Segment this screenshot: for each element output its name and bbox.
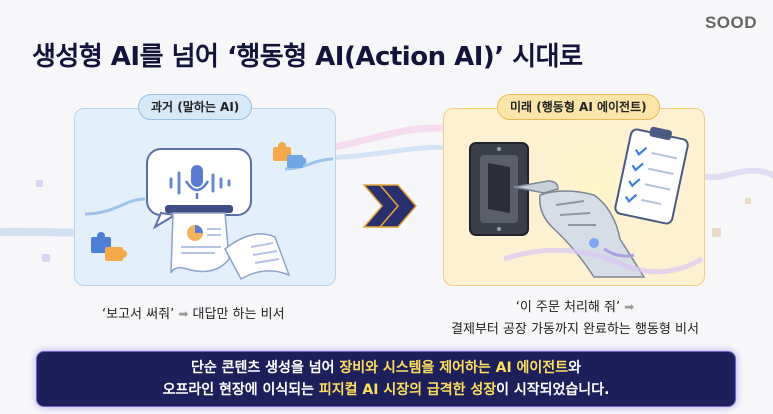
past-ai-label: 과거 (말하는 AI) bbox=[138, 94, 253, 120]
arrow-right-icon: ➡ bbox=[624, 300, 635, 314]
future-ai-label: 미래 (행동형 AI 에이전트) bbox=[497, 94, 660, 120]
future-caption-quote: ‘이 주문 처리해 줘’ bbox=[515, 300, 621, 315]
past-caption-quote: ‘보고서 써줘’ bbox=[102, 307, 175, 322]
deco-square bbox=[712, 228, 721, 237]
deco-square bbox=[745, 198, 751, 204]
robot-hand-switch-checklist-icon bbox=[469, 109, 704, 278]
banner-line1-text: 단순 콘텐츠 생성을 넘어 bbox=[191, 360, 340, 376]
speech-bubble-microphone-document-icon bbox=[84, 142, 334, 281]
banner-line-2: 오프라인 현장에 이식되는 피지컬 AI 시장의 급격한 성장이 시작되었습니다… bbox=[37, 379, 735, 401]
brand-logo: SOOD bbox=[704, 13, 757, 32]
future-caption-line2: 결제부터 공장 가동까지 완료하는 행동형 비서 bbox=[451, 322, 699, 337]
arrow-right-icon: ➡ bbox=[178, 307, 189, 321]
deco-square bbox=[36, 180, 43, 187]
puzzle-icon bbox=[91, 232, 127, 261]
double-chevron-right-icon bbox=[362, 184, 417, 228]
future-ai-panel bbox=[443, 108, 705, 286]
banner-line-1: 단순 콘텐츠 생성을 넘어 장비와 시스템을 제어하는 AI 에이전트와 bbox=[37, 357, 735, 379]
deco-square bbox=[42, 254, 50, 262]
future-ai-caption: ‘이 주문 처리해 줘’ ➡ 결제부터 공장 가동까지 완료하는 행동형 비서 bbox=[445, 296, 705, 337]
banner-line2-highlight: 피지컬 AI 시장의 급격한 성장 bbox=[318, 382, 497, 398]
page-title: 생성형 AI를 넘어 ‘행동형 AI(Action AI)’ 시대로 bbox=[32, 42, 583, 72]
banner-line2-text: 오프라인 현장에 이식되는 bbox=[162, 382, 319, 398]
summary-banner: 단순 콘텐츠 생성을 넘어 장비와 시스템을 제어하는 AI 에이전트와 오프라… bbox=[36, 351, 736, 407]
puzzle-icon bbox=[273, 142, 307, 168]
past-ai-panel bbox=[74, 108, 336, 286]
past-caption-text: 대답만 하는 비서 bbox=[192, 307, 285, 322]
past-ai-caption: ‘보고서 써줘’ ➡ 대답만 하는 비서 bbox=[102, 303, 285, 322]
banner-line1-highlight: 장비와 시스템을 제어하는 AI 에이전트 bbox=[339, 360, 569, 376]
banner-line2-end: 이 시작되었습니다. bbox=[496, 382, 610, 398]
banner-line1-end: 와 bbox=[568, 360, 581, 376]
